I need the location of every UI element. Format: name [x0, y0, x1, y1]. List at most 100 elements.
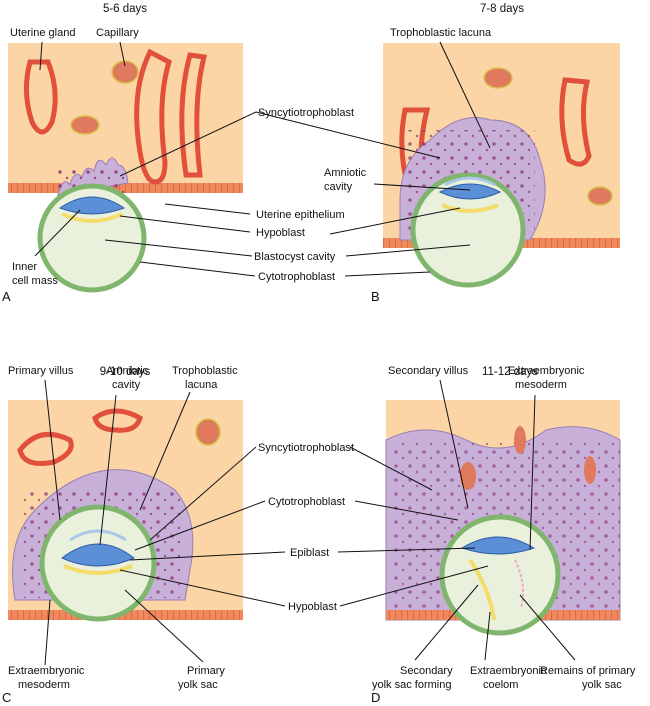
label-syncytiotrophoblast-bottom: Syncytiotrophoblast [258, 442, 354, 454]
label-lacuna-c-1: Trophoblastic [172, 365, 238, 377]
secondary-yolk-sac-d [468, 558, 496, 621]
line-inner-cell-mass [34, 209, 81, 257]
capillary-b1 [483, 67, 513, 89]
hypoblast-c [63, 564, 133, 575]
capillary-b2 [587, 186, 613, 206]
uterine-epithelium-c [8, 610, 243, 620]
capillary-c [195, 418, 221, 446]
label-blastocyst-cavity: Blastocyst cavity [254, 251, 336, 263]
label-coelom-1: Extraembryonic [470, 665, 547, 677]
panel-c [8, 400, 243, 622]
line-cytotropho-d [354, 500, 459, 521]
label-remains-2: yolk sac [582, 679, 622, 691]
label-extraembryonic-c-2: mesoderm [18, 679, 70, 691]
label-extraembryonic-c-1: Extraembryonic [8, 665, 85, 677]
panel-b-letter: B [371, 289, 380, 304]
line-hypoblast-b [329, 207, 461, 235]
label-primary-villus: Primary villus [8, 365, 74, 377]
line-epiblast-c [129, 551, 286, 561]
label-trophoblastic-lacuna-b: Trophoblastic lacuna [390, 27, 492, 39]
panel-d-letter: D [371, 690, 380, 705]
line-blastocyst-a [104, 239, 253, 257]
uterine-gland-c2 [92, 408, 143, 433]
line-uterine-epithelium [164, 203, 251, 215]
label-amniotic-b-1: Amniotic [324, 167, 367, 179]
label-syncytiotrophoblast-top: Syncytiotrophoblast [258, 107, 354, 119]
capillary-d2 [514, 426, 526, 454]
blastocyst-a [37, 183, 147, 293]
line-lacuna-b [439, 41, 491, 149]
capillary-d1 [460, 462, 476, 490]
uterine-gland-a3 [179, 52, 208, 178]
label-lacuna-c-2: lacuna [185, 379, 218, 391]
line-capillary [119, 41, 126, 67]
line-cytotropho-c [134, 500, 266, 551]
uterine-gland-a1 [24, 59, 58, 135]
line-uterine-gland [39, 41, 43, 71]
line-secondary-yolk-sac [414, 584, 479, 661]
label-amniotic-c-1: Amniotic [106, 365, 149, 377]
line-cytotropho-a [139, 261, 256, 277]
line-blastocyst-b [345, 244, 471, 257]
capillary-a2 [70, 115, 100, 135]
label-amniotic-b-2: cavity [324, 181, 353, 193]
line-extraembryonic-d [529, 394, 536, 551]
label-extraembryonic-d-1: Extraembryonic [508, 365, 585, 377]
label-amniotic-c-2: cavity [112, 379, 141, 391]
uterine-gland-c1 [17, 431, 74, 466]
label-secondary-yolk-sac-1: Secondary [400, 665, 453, 677]
text-labels: 5-6 days 7-8 days 9-10 days 11-12 days A… [2, 3, 636, 705]
line-syncytio-d [349, 446, 433, 491]
label-cytotrophoblast-bottom: Cytotrophoblast [268, 496, 345, 508]
label-inner-1: Inner [12, 261, 37, 273]
label-hypoblast-bottom: Hypoblast [288, 601, 337, 613]
leader-lines [34, 41, 576, 666]
line-syncytio-a [119, 111, 257, 177]
label-inner-2: cell mass [12, 275, 58, 287]
line-hypoblast-c [119, 569, 286, 607]
label-remains-1: Remains of primary [540, 665, 636, 677]
label-secondary-villus: Secondary villus [388, 365, 469, 377]
amniotic-cavity-c [69, 529, 127, 542]
line-syncytio-c [149, 446, 257, 541]
line-lacuna-c [139, 391, 191, 511]
label-extraembryonic-d-2: mesoderm [515, 379, 567, 391]
capillary-d3 [584, 456, 596, 484]
uterine-gland-b2 [559, 77, 592, 167]
label-primary-yolk-sac-1: Primary [187, 665, 225, 677]
line-primary-villus [44, 379, 61, 521]
epiblast-c [61, 543, 135, 567]
panel-c-letter: C [2, 690, 11, 705]
panel-b-days: 7-8 days [480, 3, 524, 15]
label-uterine-gland: Uterine gland [10, 27, 75, 39]
line-amniotic-b [373, 183, 471, 191]
label-primary-yolk-sac-2: yolk sac [178, 679, 218, 691]
line-primary-yolk-sac [124, 589, 204, 663]
epiblast-b [438, 183, 502, 200]
remains-primary-yolk-sac-d [514, 559, 524, 609]
blastocyst-b [410, 172, 526, 288]
label-epiblast: Epiblast [290, 547, 329, 559]
panel-d [385, 400, 621, 636]
hypoblast-b [441, 203, 499, 213]
line-cytotropho-b [344, 271, 431, 277]
hypoblast-a [61, 212, 123, 223]
label-uterine-epithelium: Uterine epithelium [256, 209, 345, 221]
epiblast-d [460, 536, 536, 555]
panel-a [8, 43, 243, 293]
line-hypoblast-d [339, 565, 489, 607]
line-extraembryonic-c [44, 599, 51, 666]
label-capillary: Capillary [96, 27, 139, 39]
line-remains-primary [519, 594, 576, 661]
panel-a-days: 5-6 days [103, 3, 147, 15]
line-secondary-villus [439, 379, 469, 509]
blastocyst-d [439, 514, 561, 636]
panel-b [383, 43, 620, 288]
capillary-a1 [111, 60, 139, 84]
amniotic-cavity-b [444, 176, 496, 187]
panel-d-days: 11-12 days [482, 366, 538, 378]
inner-cell-mass-a [58, 196, 126, 215]
line-hypoblast-a [119, 215, 251, 233]
label-cytotrophoblast-top: Cytotrophoblast [258, 271, 335, 283]
